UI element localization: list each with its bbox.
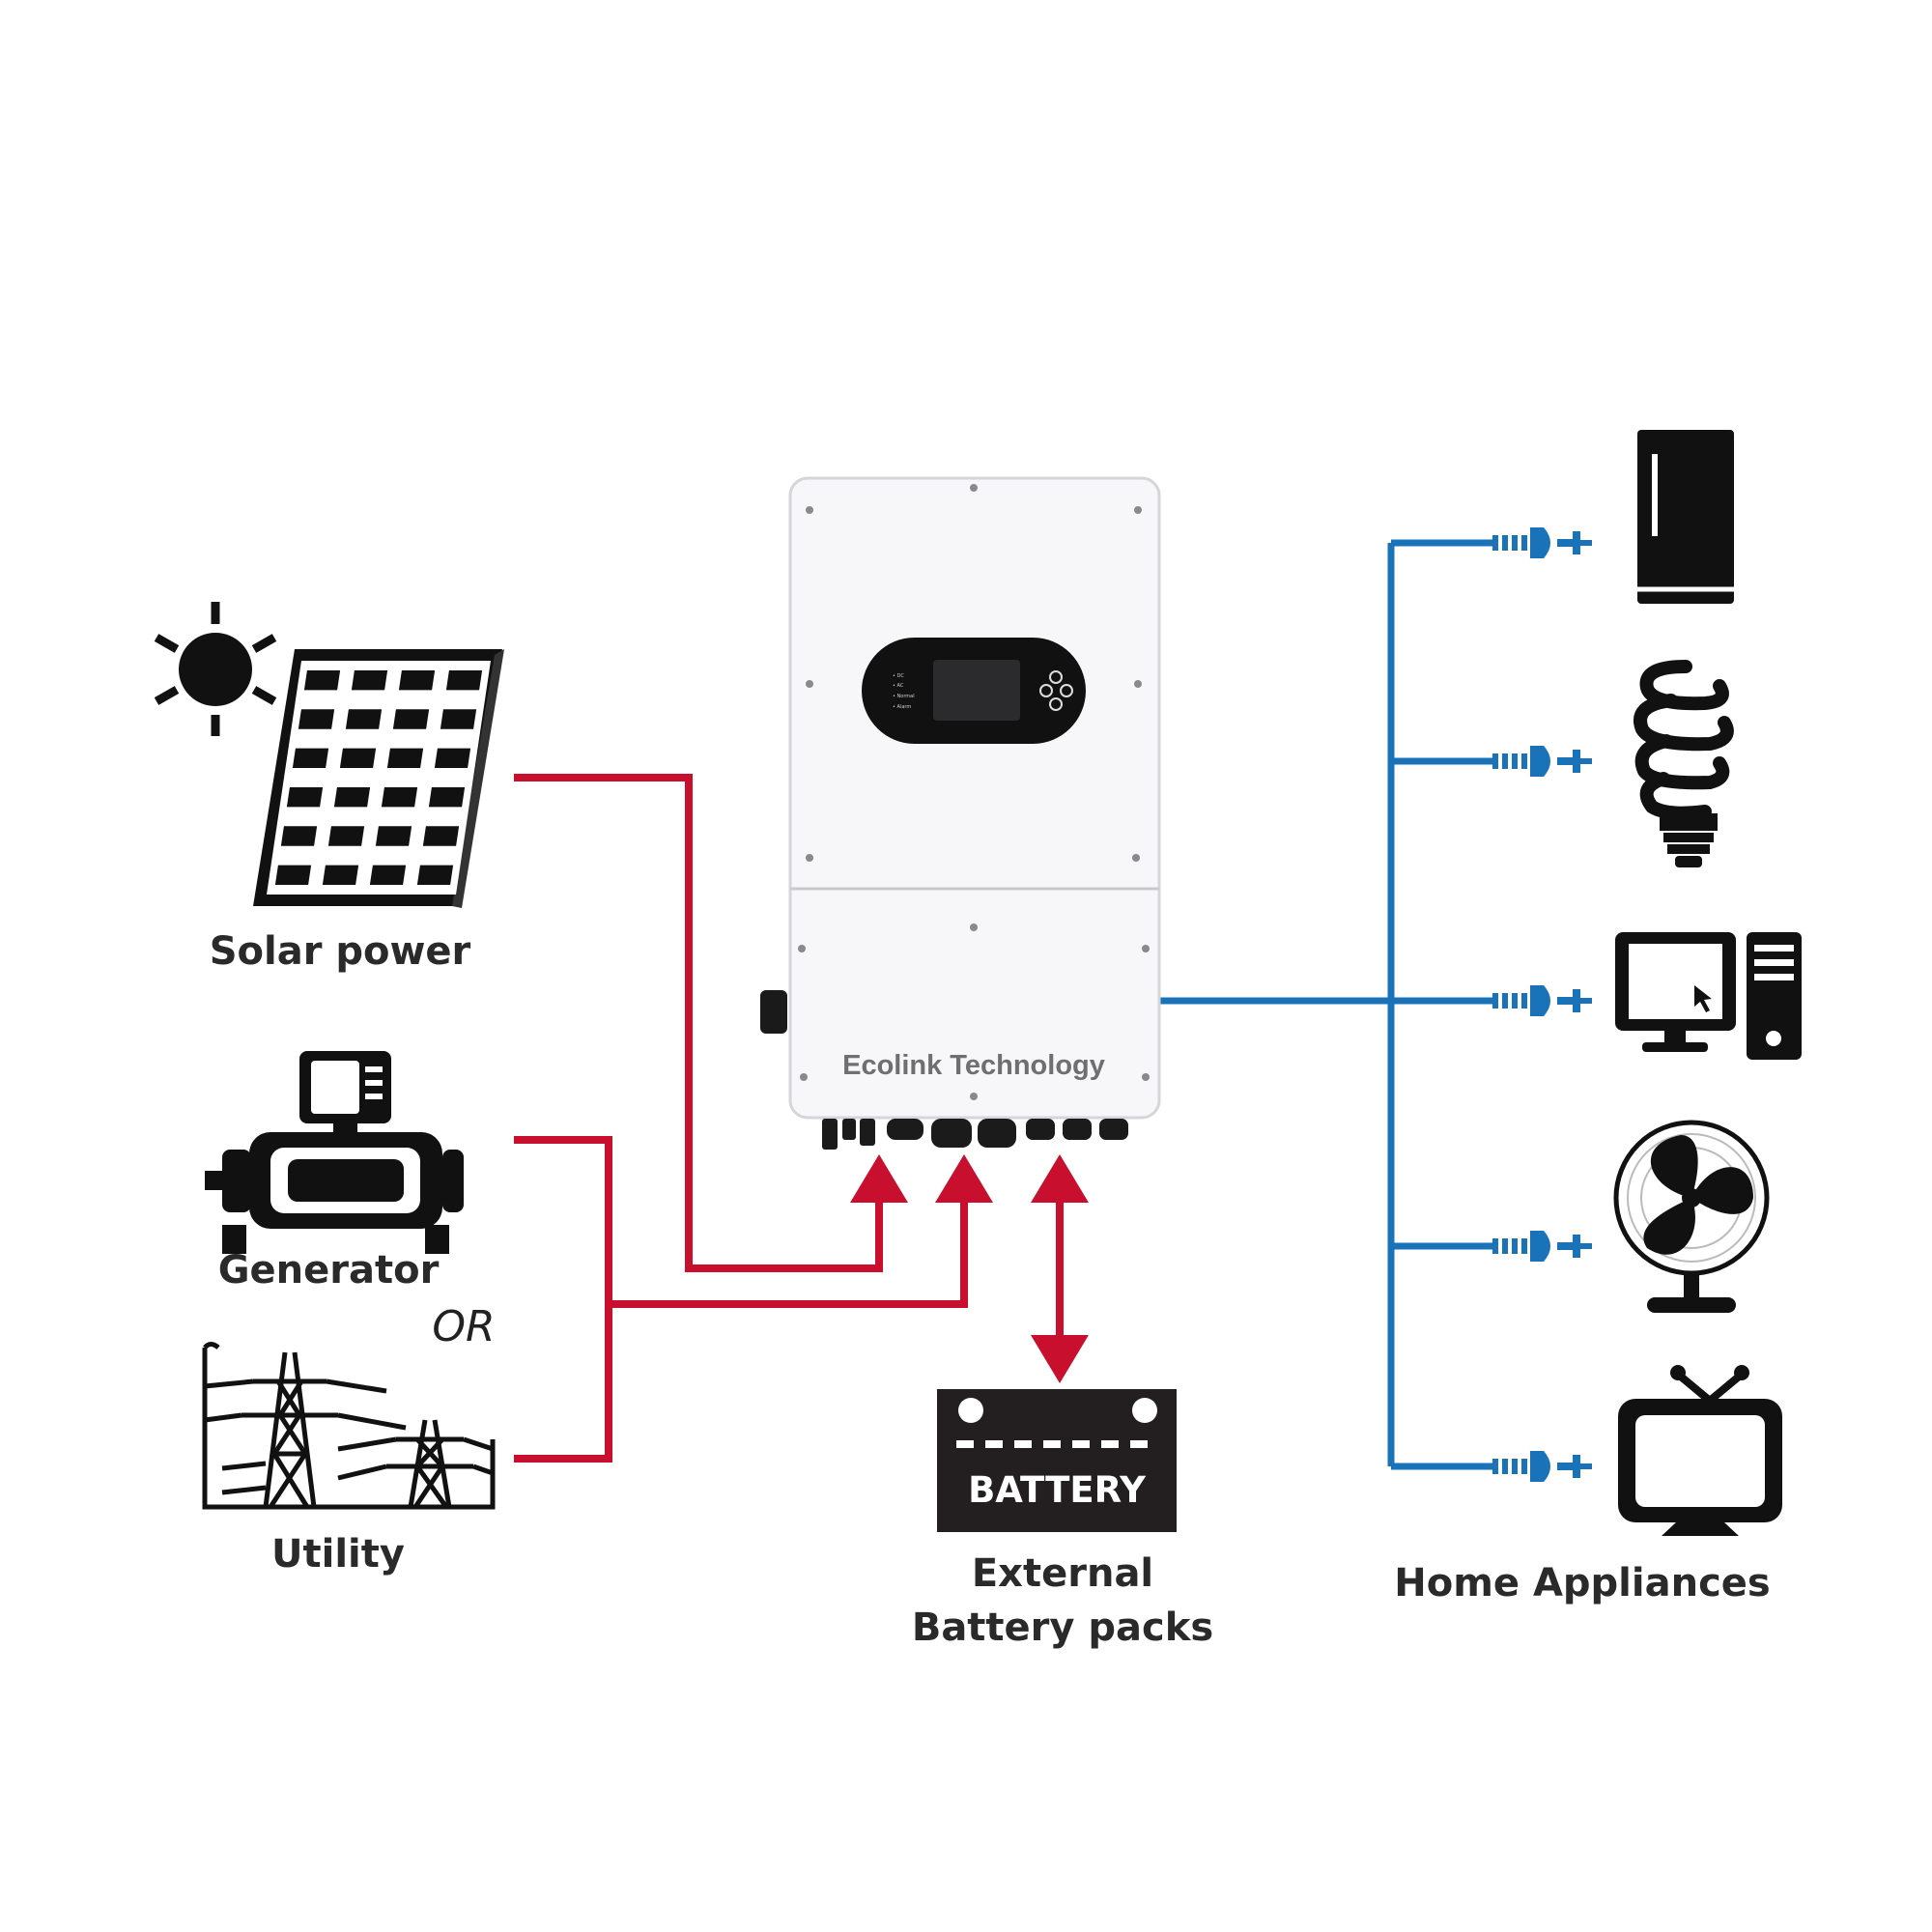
solar-cell [283,783,327,810]
solar-cell [342,706,385,732]
battery-icon-text: BATTERY [968,1469,1147,1511]
plug-icon [1492,1231,1592,1262]
inverter-brand-label: Ecolink Technology [842,1050,1105,1081]
indicator-dc: • DC [893,673,904,679]
plug-icon [1492,527,1592,558]
display-button-icon [1039,684,1053,697]
solar-cell [395,667,439,694]
solar-cell [437,706,480,732]
solar-cell [336,745,380,772]
display-button-icon [1049,670,1063,684]
inverter-switch [760,990,787,1034]
label-or: OR [432,1302,495,1351]
solar-cell [442,667,486,694]
computer-icon [1615,932,1802,1060]
arrow-solar-icon [850,1154,908,1203]
label-utility: Utility [271,1532,405,1577]
solar-cell [271,862,315,889]
grid-connection-line [514,1136,968,1463]
label-generator: Generator [218,1248,440,1293]
solar-cell [366,862,410,889]
tv-icon [1618,1365,1782,1536]
solar-cell [300,667,344,694]
arrow-battery-up-icon [1031,1154,1089,1203]
inverter-unit: • DC • AC • Normal • Alarm [760,476,1161,1150]
solar-cell [389,706,433,732]
solar-cell [325,823,368,849]
indicator-alarm: • Alarm [893,704,911,710]
inverter-lcd-screen [933,660,1020,721]
display-button-icon [1060,684,1073,697]
fan-icon [1613,1120,1770,1313]
refrigerator-icon [1637,430,1734,604]
battery-icon: BATTERY [937,1389,1177,1532]
solar-cell [277,823,321,849]
label-solar-power: Solar power [210,929,471,974]
solar-cell [431,745,474,772]
arrow-battery-down-icon [1031,1335,1089,1383]
solar-cell [372,823,415,849]
bulb-icon [1634,660,1734,867]
solar-cell [413,862,457,889]
solar-cell [289,745,332,772]
solar-cell [330,783,374,810]
solar-cell [378,783,421,810]
label-battery-packs: Battery packs [912,1605,1213,1650]
appliance-connection-line [1154,539,1492,1470]
plug-icon [1492,985,1592,1016]
indicator-normal: • Normal [893,694,915,699]
solar-cell [348,667,391,694]
generator-icon [205,1051,464,1254]
sun-icon [154,602,277,736]
utility-tower-icon [202,1342,496,1510]
arrow-grid-icon [935,1154,993,1203]
solar-panel-icon [253,649,504,908]
solar-cell [295,706,338,732]
plug-icon [1492,746,1592,777]
inverter-connectors [822,1119,1128,1150]
label-external: External [972,1551,1153,1596]
plug-icon [1492,1451,1592,1482]
label-home-appliances: Home Appliances [1394,1561,1770,1605]
solar-cell [425,783,469,810]
solar-cell [319,862,362,889]
solar-cell [419,823,463,849]
indicator-ac: • AC [893,683,904,689]
solar-cell [384,745,427,772]
solar-connection-line [514,774,883,1272]
display-button-icon [1049,697,1063,711]
